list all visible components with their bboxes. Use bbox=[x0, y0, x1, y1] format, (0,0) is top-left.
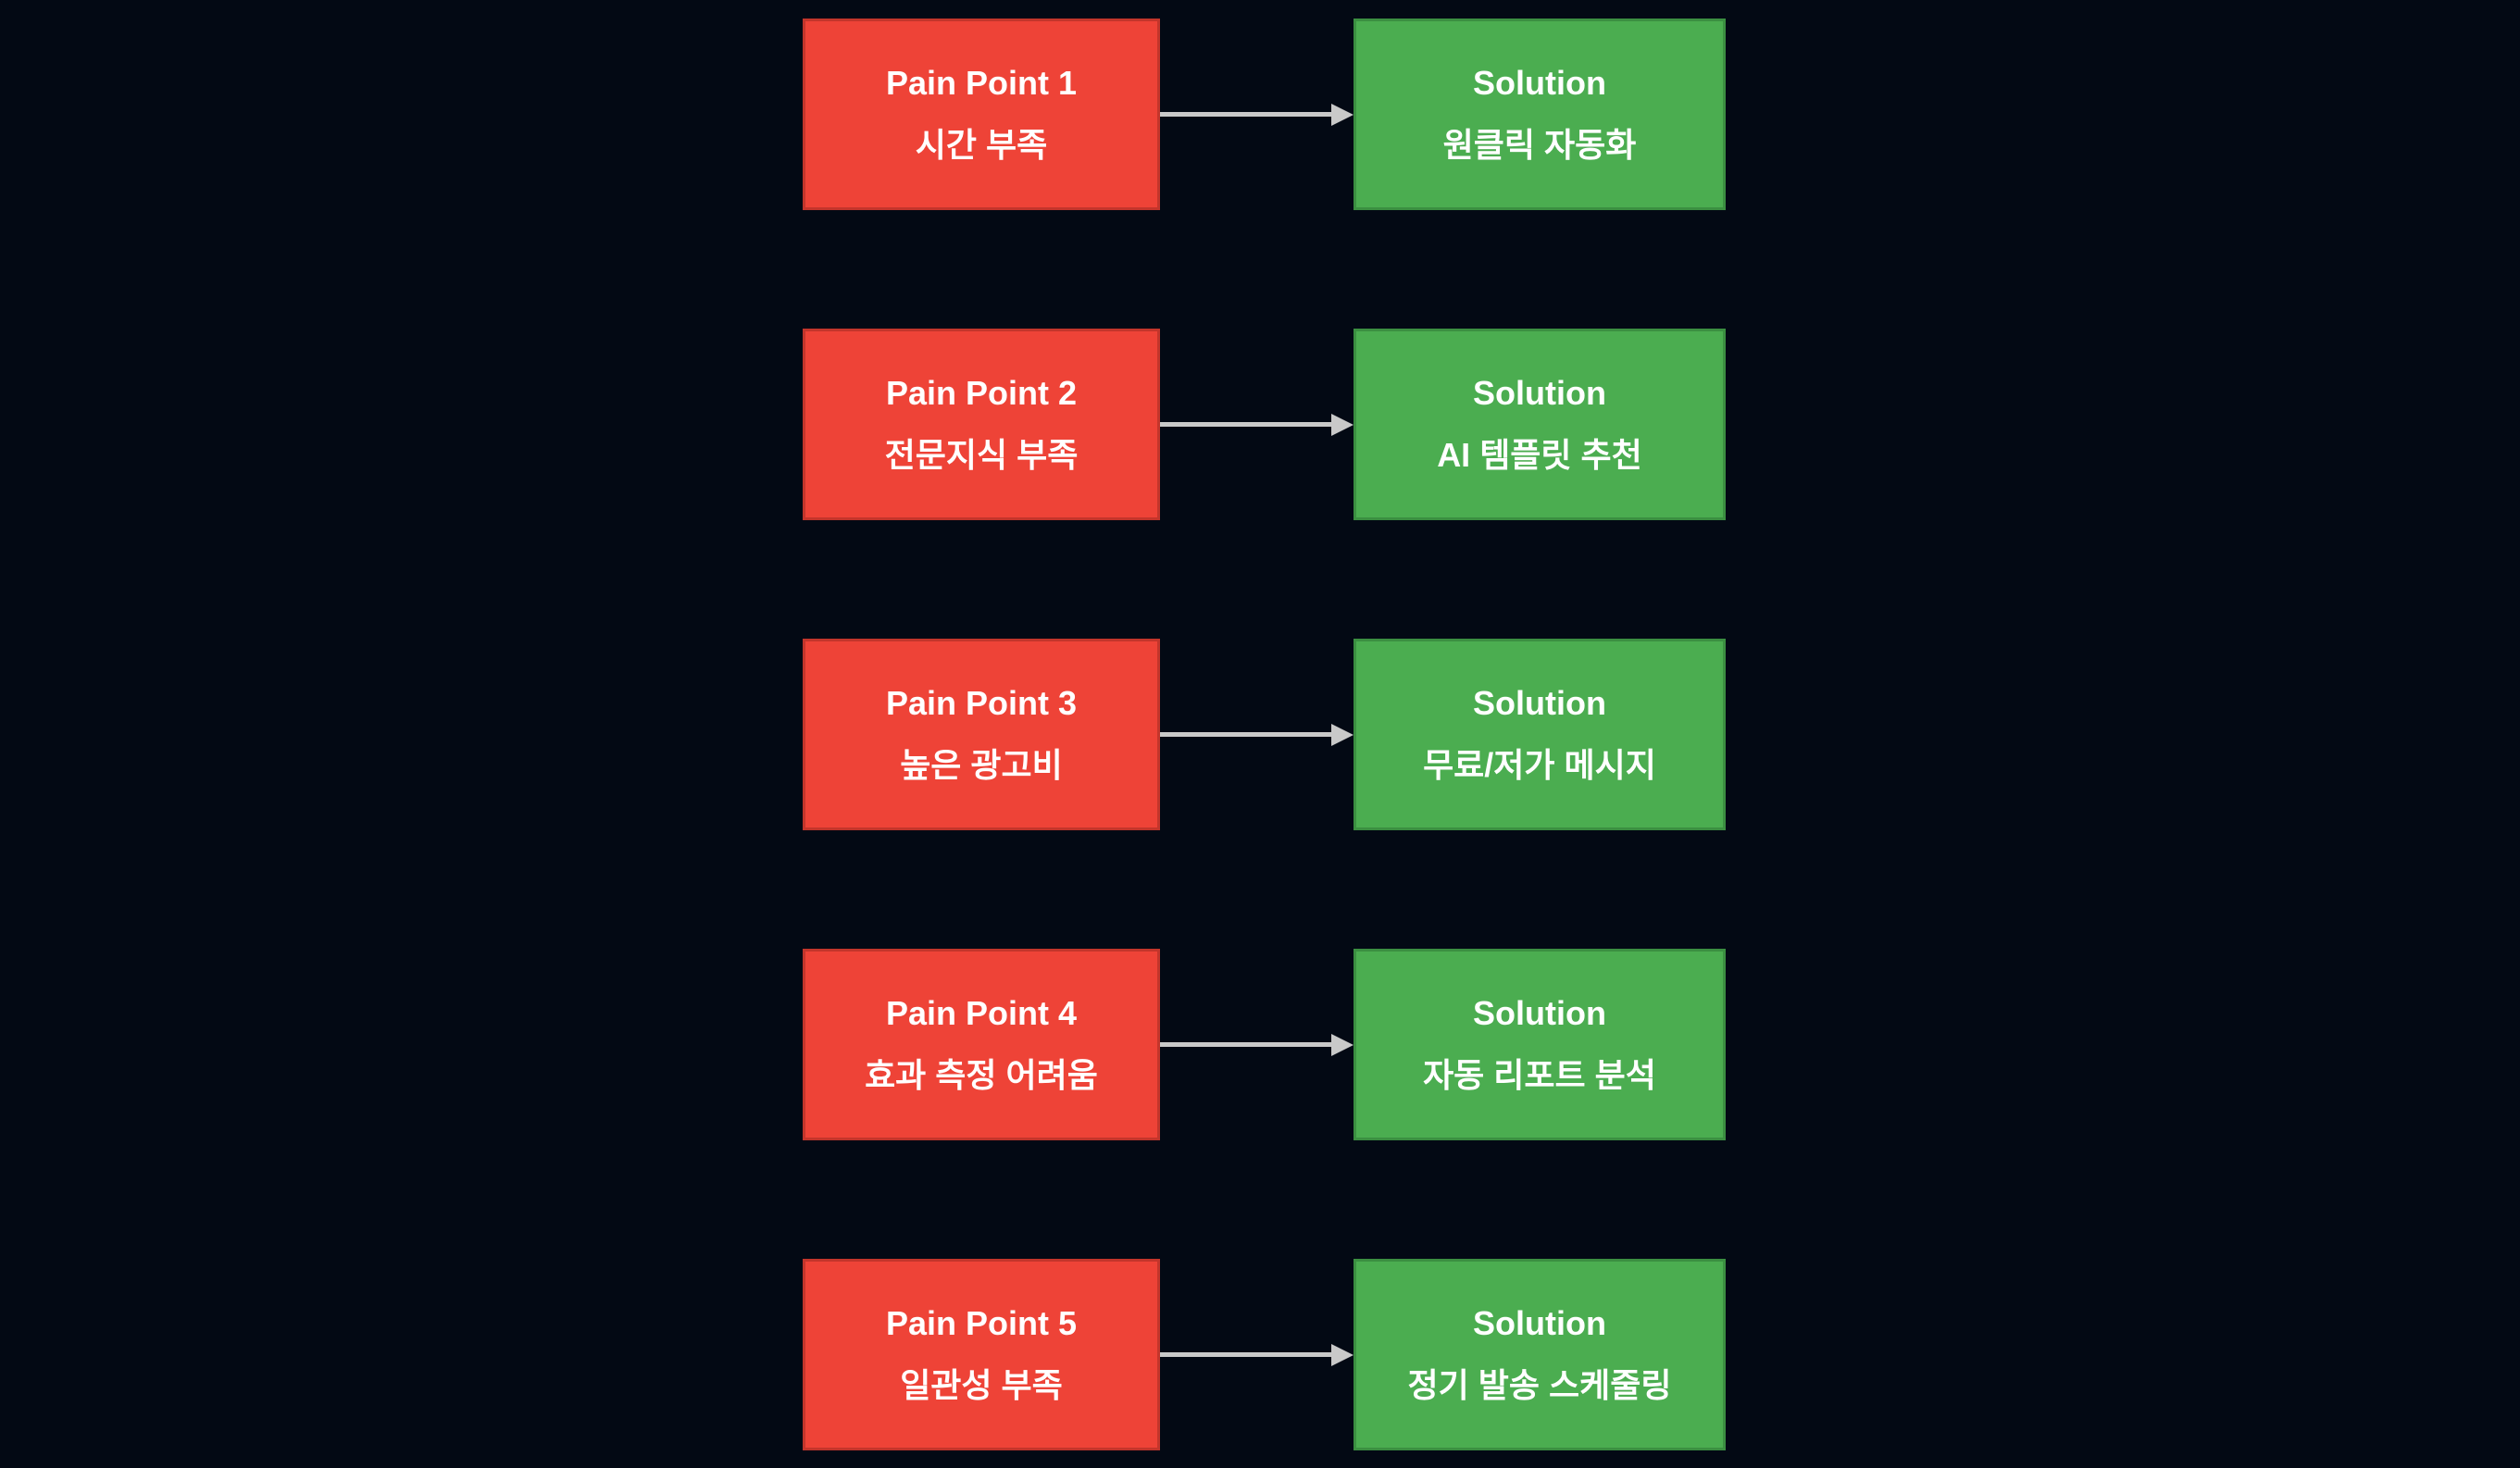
pain-point-box: Pain Point 4 효과 측정 어려움 bbox=[803, 949, 1160, 1140]
connector-arrow bbox=[1160, 639, 1354, 830]
connector-arrow bbox=[1160, 949, 1354, 1140]
pain-point-box: Pain Point 3 높은 광고비 bbox=[803, 639, 1160, 830]
connector-arrow bbox=[1160, 1259, 1354, 1450]
pain-point-label: 효과 측정 어려움 bbox=[865, 1056, 1098, 1094]
pain-point-title: Pain Point 5 bbox=[885, 1304, 1078, 1343]
solution-box: Solution AI 템플릿 추천 bbox=[1354, 329, 1726, 520]
solution-box: Solution 무료/저가 메시지 bbox=[1354, 639, 1726, 830]
solution-label: 무료/저가 메시지 bbox=[1423, 746, 1656, 784]
arrow-line bbox=[1160, 1042, 1337, 1047]
pain-point-label: 전문지식 부족 bbox=[884, 436, 1079, 474]
arrow-head-icon bbox=[1331, 413, 1354, 436]
connector-arrow bbox=[1160, 329, 1354, 520]
solution-box: Solution 정기 발송 스케줄링 bbox=[1354, 1259, 1726, 1450]
mapping-row: Pain Point 3 높은 광고비 Solution 무료/저가 메시지 bbox=[0, 639, 2520, 830]
mapping-row: Pain Point 4 효과 측정 어려움 Solution 자동 리포트 분… bbox=[0, 949, 2520, 1140]
arrow-head-icon bbox=[1331, 103, 1354, 126]
arrow-line bbox=[1160, 1352, 1337, 1357]
solution-box: Solution 자동 리포트 분석 bbox=[1354, 949, 1726, 1140]
arrow-line bbox=[1160, 422, 1337, 427]
pain-point-box: Pain Point 2 전문지식 부족 bbox=[803, 329, 1160, 520]
solution-label: 자동 리포트 분석 bbox=[1423, 1056, 1656, 1094]
pain-point-title: Pain Point 4 bbox=[885, 994, 1078, 1033]
mapping-row: Pain Point 5 일관성 부족 Solution 정기 발송 스케줄링 bbox=[0, 1259, 2520, 1450]
mapping-row: Pain Point 1 시간 부족 Solution 원클릭 자동화 bbox=[0, 19, 2520, 210]
arrow-line bbox=[1160, 112, 1337, 117]
pain-point-title: Pain Point 2 bbox=[885, 374, 1078, 413]
solution-box: Solution 원클릭 자동화 bbox=[1354, 19, 1726, 210]
pain-point-label: 높은 광고비 bbox=[900, 746, 1063, 784]
pain-point-title: Pain Point 3 bbox=[885, 684, 1078, 723]
arrow-head-icon bbox=[1331, 723, 1354, 746]
solution-title: Solution bbox=[1473, 1304, 1606, 1343]
arrow-head-icon bbox=[1331, 1343, 1354, 1366]
solution-title: Solution bbox=[1473, 684, 1606, 723]
solution-label: 정기 발송 스케줄링 bbox=[1407, 1366, 1672, 1404]
solution-title: Solution bbox=[1473, 64, 1606, 103]
arrow-line bbox=[1160, 732, 1337, 737]
pain-point-title: Pain Point 1 bbox=[885, 64, 1078, 103]
mapping-row: Pain Point 2 전문지식 부족 Solution AI 템플릿 추천 bbox=[0, 329, 2520, 520]
pain-point-label: 일관성 부족 bbox=[900, 1366, 1063, 1404]
pain-point-label: 시간 부족 bbox=[915, 126, 1048, 164]
solution-title: Solution bbox=[1473, 994, 1606, 1033]
arrow-head-icon bbox=[1331, 1033, 1354, 1056]
connector-arrow bbox=[1160, 19, 1354, 210]
solution-label: AI 템플릿 추천 bbox=[1437, 436, 1642, 474]
pain-point-box: Pain Point 5 일관성 부족 bbox=[803, 1259, 1160, 1450]
solution-title: Solution bbox=[1473, 374, 1606, 413]
pain-point-box: Pain Point 1 시간 부족 bbox=[803, 19, 1160, 210]
solution-label: 원클릭 자동화 bbox=[1442, 126, 1637, 164]
